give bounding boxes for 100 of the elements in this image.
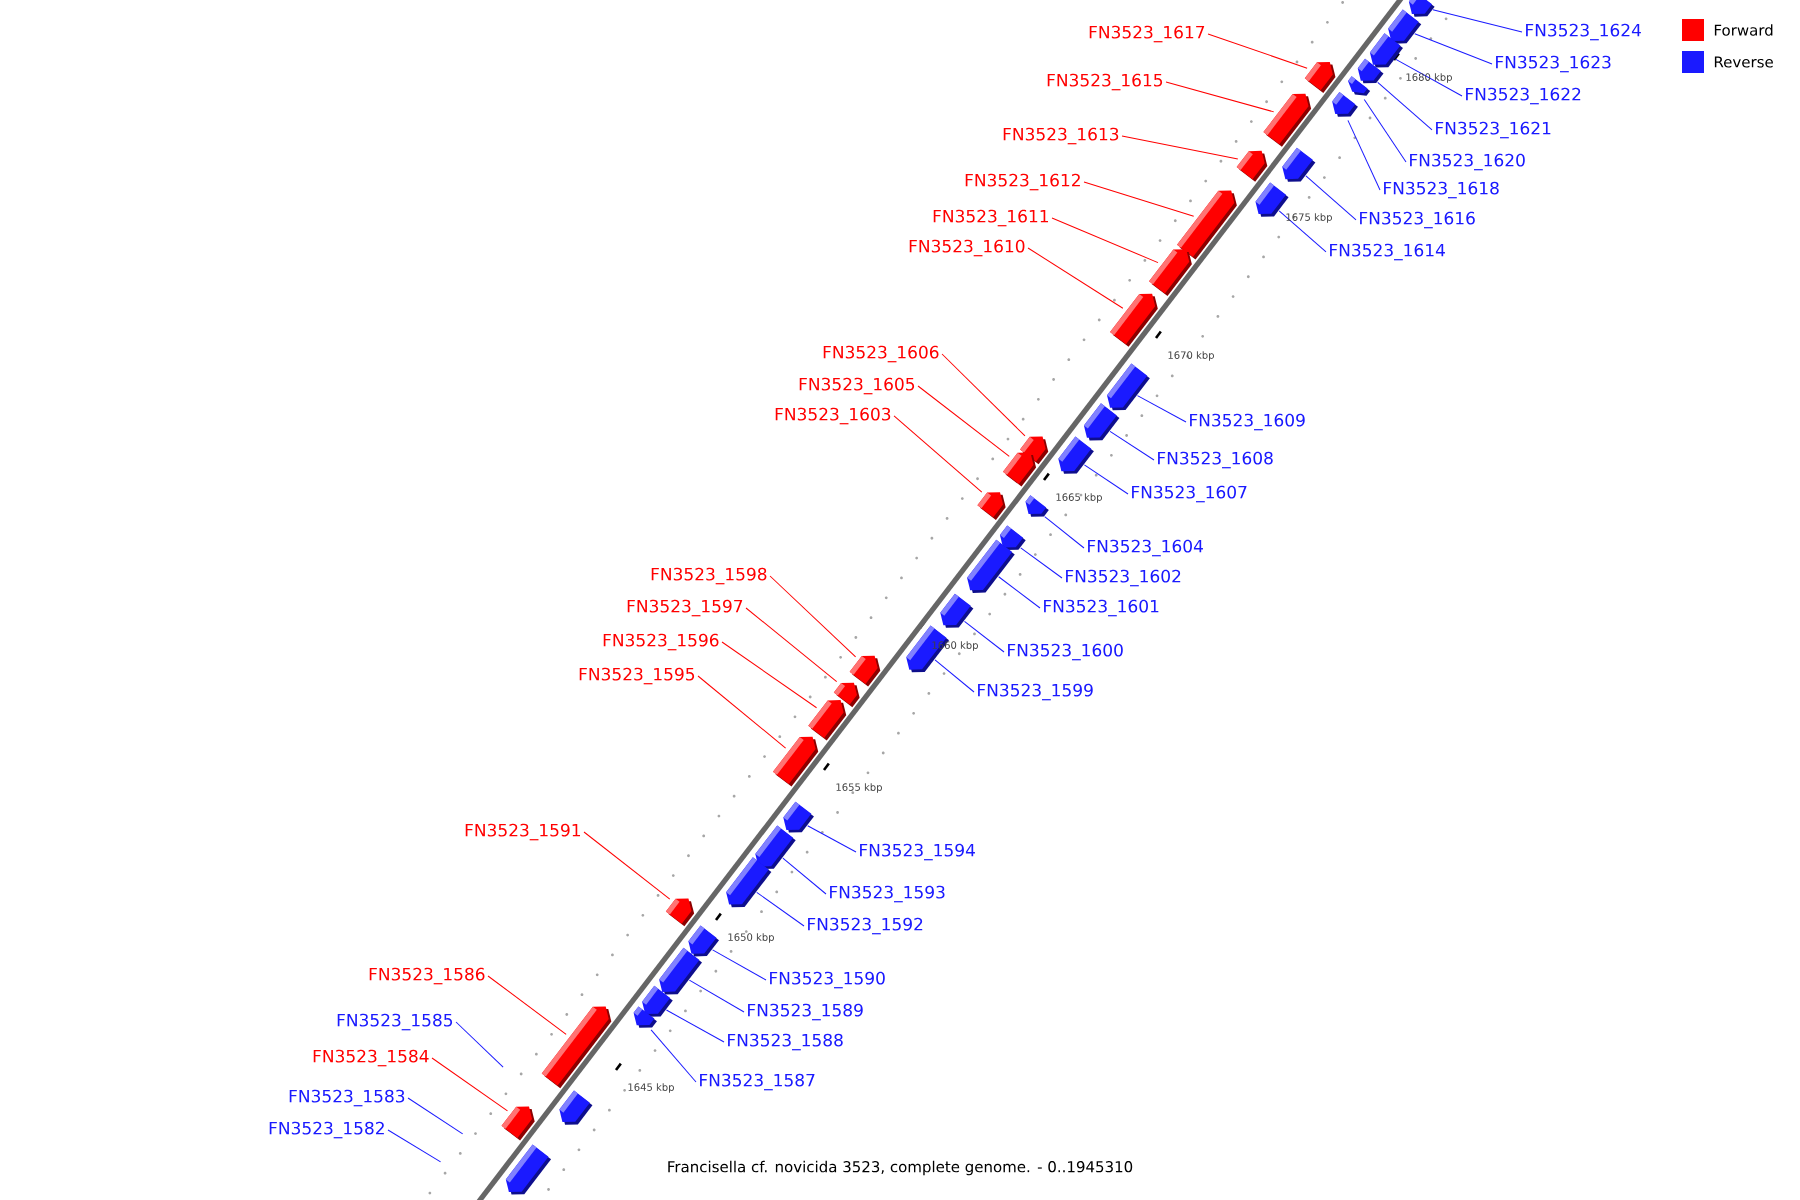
gene-box [726,857,772,908]
gene-label: FN3523_1582 [269,1121,384,1139]
leader-line [1027,247,1124,309]
leader-line [1347,119,1381,191]
leader-line [1305,175,1357,221]
gene-box [1177,190,1237,260]
gene-box [1110,293,1158,347]
gene-label: FN3523_1597 [627,599,743,617]
gene-box [688,925,720,957]
gene-label: FN3523_1583 [289,1089,405,1107]
leader-line [650,1029,697,1083]
leader-line [583,831,671,900]
gene-box [1408,0,1435,17]
gene-box [559,1090,593,1125]
gene-label: FN3523_1624 [1526,23,1641,41]
leader-line [893,415,983,493]
gene-label: FN3523_1623 [1496,55,1611,73]
gene-label: FN3523_1621 [1436,121,1551,139]
gene-box [808,700,847,741]
gene-label: FN3523_1594 [860,843,975,861]
gene-box [940,593,974,628]
gene-label: FN3523_1608 [1158,451,1273,469]
gene-box [1369,33,1403,68]
gene-label: FN3523_1605 [799,377,915,395]
leader-line [455,1021,504,1068]
gene-label: FN3523_1607 [1132,485,1247,503]
leader-line [756,891,805,927]
gene-label: FN3523_1584 [313,1049,429,1067]
gene-label: FN3523_1592 [808,917,923,935]
gene-label: FN3523_1620 [1410,153,1525,171]
gene-box [1025,495,1049,517]
leader-line [917,385,1010,457]
gene-box [977,492,1006,520]
gene-box [783,801,814,833]
leader-line [407,1097,464,1135]
leader-line [1083,464,1129,495]
gene-label: FN3523_1615 [1047,73,1163,91]
gene-label: FN3523_1613 [1003,127,1119,145]
gene-box [849,655,881,687]
leader-line [1020,547,1063,579]
gene-box [665,898,695,927]
leader-line [1414,33,1493,65]
gene-box [1083,403,1120,441]
gene-label: FN3523_1610 [909,239,1025,257]
gene-label: FN3523_1586 [369,967,485,985]
gene-label: FN3523_1617 [1089,25,1205,43]
gene-label: FN3523_1616 [1360,211,1475,229]
gene-box [1255,182,1289,217]
gene-box [1388,9,1422,44]
gene-box [967,539,1015,593]
gene-box [1304,62,1336,93]
leader-line [1394,58,1463,97]
gene-label: FN3523_1591 [465,823,580,841]
leader-line [807,825,857,853]
gene-label: FN3523_1599 [978,683,1093,701]
gene-box [541,1006,612,1089]
gene-box [999,525,1026,550]
gene-box [1348,76,1371,96]
leader-line [431,1057,508,1112]
leader-line [721,641,818,709]
leader-line [712,949,767,981]
leader-line [769,575,857,658]
gene-label: FN3523_1609 [1190,413,1305,431]
gene-label: FN3523_1598 [651,567,767,585]
gene-box [1236,150,1268,182]
leader-line [665,1009,725,1043]
leader-line [1207,33,1308,69]
gene-label: FN3523_1588 [728,1033,843,1051]
gene-box [1107,363,1150,411]
gene-box [773,736,819,787]
gene-label: FN3523_1611 [933,209,1048,227]
leader-line [1377,81,1433,131]
leader-line [934,659,975,693]
gene-label: FN3523_1585 [337,1013,453,1031]
gene-label: FN3523_1595 [579,667,695,685]
leader-line [697,675,787,749]
gene-box [505,1144,552,1195]
gene-label: FN3523_1604 [1088,539,1203,557]
leader-line [782,857,827,895]
leader-line [1109,430,1155,461]
gene-box [659,947,702,995]
gene-label: FN3523_1618 [1384,181,1499,199]
gene-box [1149,249,1192,297]
gene-label: FN3523_1589 [748,1003,863,1021]
gene-box [1003,452,1037,487]
leader-line [1121,135,1239,160]
gene-box [1282,147,1316,182]
gene-label: FN3523_1606 [823,345,939,363]
gene-box [755,825,796,870]
gene-box [1357,58,1384,84]
gene-box [633,1006,657,1028]
gene-box [501,1106,535,1141]
leader-line [1044,516,1085,549]
leader-line [745,607,838,682]
leader-line [1278,210,1327,253]
gene-label: FN3523_1614 [1330,243,1445,261]
leader-line [941,353,1026,437]
gene-box [1332,92,1358,117]
leader-line [964,620,1005,653]
gene-label: FN3523_1600 [1008,643,1123,661]
